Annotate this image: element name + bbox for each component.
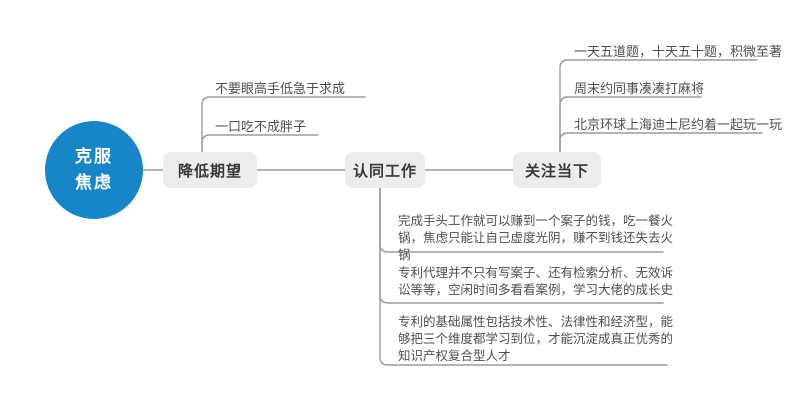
link-topic3-child1	[559, 59, 758, 153]
topic-label: 认同工作	[352, 162, 417, 180]
link-topic1-child1	[201, 96, 366, 153]
subtopic-lower-expectations-1[interactable]: 不要眼高手低急于求成	[215, 81, 346, 96]
central-topic-line1: 克服	[75, 147, 113, 166]
subtopic-focus-on-present-3[interactable]: 北京环球上海迪士尼约着一起玩一玩	[574, 117, 783, 132]
topic-lower-expectations[interactable]: 降低期望	[163, 152, 257, 188]
central-topic[interactable]: 克服 焦虑	[45, 121, 143, 219]
subtopic-focus-on-present-2[interactable]: 周末约同事凑凑打麻将	[574, 81, 705, 96]
topic-focus-on-present[interactable]: 关注当下	[513, 152, 601, 188]
subtopic-identify-with-work-1[interactable]: 完成手头工作就可以赚到一个案子的钱，吃一餐火锅，焦虑只能让自己虚度光阴，赚不到钱…	[398, 214, 674, 262]
link-topic1-child2	[201, 134, 319, 153]
central-topic-line2: 焦虑	[75, 173, 113, 192]
link-topic3-child3	[559, 132, 763, 153]
link-topic3-child2	[559, 96, 702, 153]
subtopic-identify-with-work-2[interactable]: 专利代理并不只有写案子、还有检索分析、无效诉讼等等，空闲时间多看看案例，学习大佬…	[398, 266, 674, 297]
subtopic-lower-expectations-2[interactable]: 一口吃不成胖子	[215, 119, 307, 134]
topic-identify-with-work[interactable]: 认同工作	[345, 152, 425, 188]
topic-label: 降低期望	[177, 162, 242, 180]
link-topic2-child3	[379, 187, 668, 366]
topic-label: 关注当下	[524, 162, 589, 180]
subtopic-focus-on-present-1[interactable]: 一天五道题，十天五十题，积微至著	[574, 44, 783, 59]
subtopic-identify-with-work-3[interactable]: 专利的基础属性包括技术性、法律性和经济型，能够把三个维度都学习到位，才能沉淀成真…	[398, 315, 674, 363]
